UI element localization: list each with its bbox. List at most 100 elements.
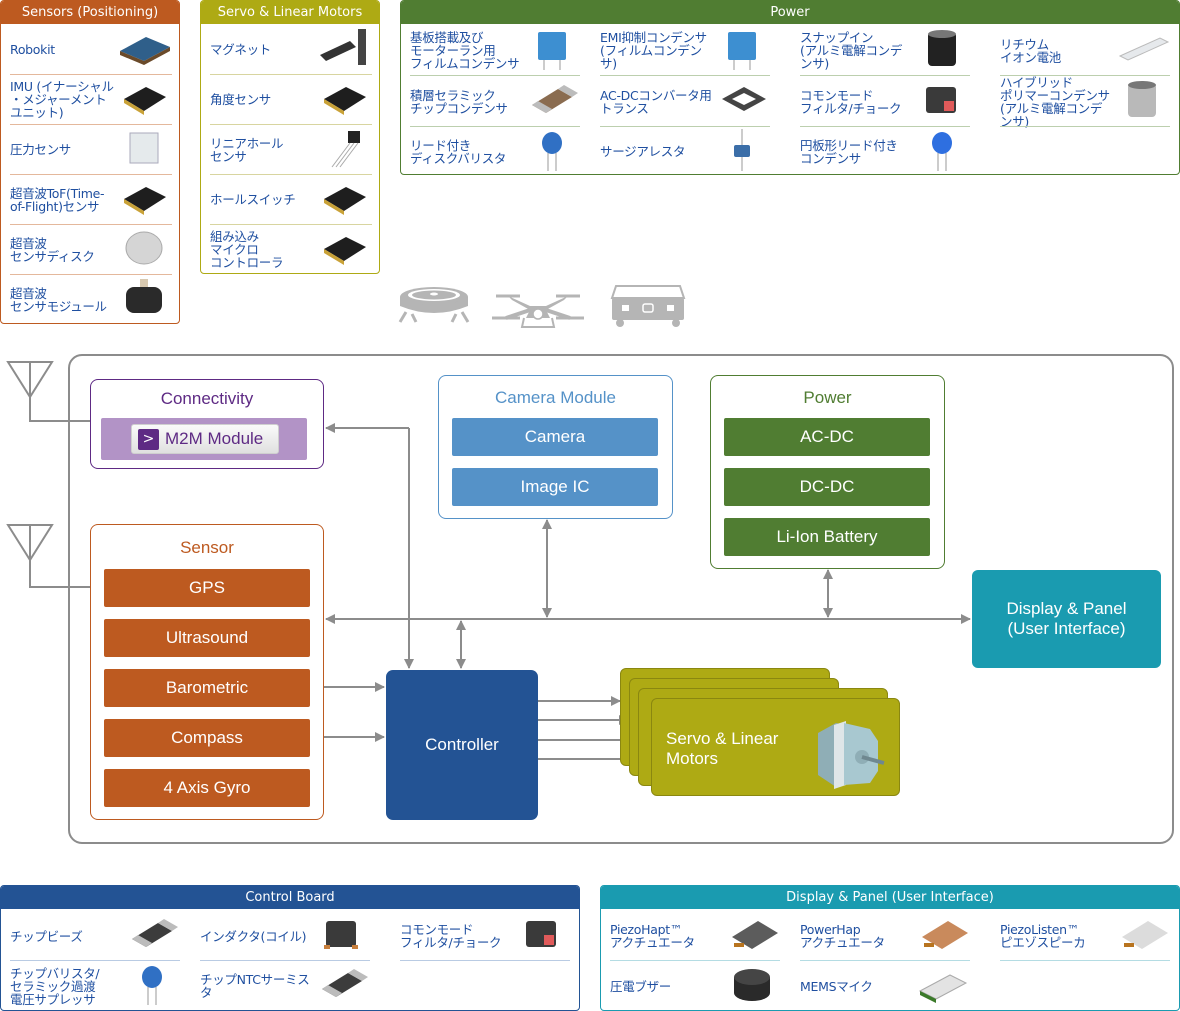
ac-dc-block[interactable]: AC-DC <box>724 418 930 456</box>
product-item[interactable]: サージアレスタ <box>600 127 770 175</box>
servo-linear-motors-block[interactable]: Servo & Linear Motors <box>651 698 900 796</box>
li-ion-battery-icon <box>1114 28 1170 74</box>
robot-vacuum-icon <box>398 284 470 326</box>
product-item[interactable]: PiezoHapt™ アクチュエータ <box>610 912 780 960</box>
compass-block[interactable]: Compass <box>104 719 310 757</box>
product-link[interactable]: 基板搭載及び モーターラン用 フィルムコンデンサ <box>410 30 520 71</box>
m2m-module-button[interactable]: > M2M Module <box>131 424 279 454</box>
product-item[interactable]: AC-DCコンバータ用 トランス <box>600 77 770 126</box>
tof-sensor-chip-icon <box>116 177 172 223</box>
product-link[interactable]: 角度センサ <box>210 92 272 107</box>
product-link[interactable]: 圧電ブザー <box>610 978 672 994</box>
product-link[interactable]: PiezoHapt™ アクチュエータ <box>610 922 695 950</box>
product-link[interactable]: チップバリスタ/ セラミック過渡 電圧サプレッサ <box>10 965 100 1007</box>
product-link[interactable]: MEMSマイク <box>800 978 873 994</box>
product-item[interactable]: コモンモード フィルタ/チョーク <box>400 912 570 960</box>
product-link[interactable]: コモンモード フィルタ/チョーク <box>400 922 502 950</box>
product-item[interactable]: PowerHap アクチュエータ <box>800 912 970 960</box>
product-link[interactable]: サージアレスタ <box>600 144 686 159</box>
product-link[interactable]: EMI抑制コンデンサ (フィルムコンデンサ) <box>600 30 707 71</box>
product-item[interactable]: スナップイン (アルミ電解コンデンサ) <box>800 26 970 75</box>
separator <box>410 126 580 127</box>
ultrasound-block[interactable]: Ultrasound <box>104 619 310 657</box>
product-item[interactable]: 圧電ブザー <box>610 962 780 1010</box>
product-link[interactable]: PiezoListen™ ピエゾスピーカ <box>1000 922 1086 950</box>
product-link[interactable]: 超音波 センサモジュール <box>10 285 107 314</box>
product-link[interactable]: リニアホール センサ <box>210 135 284 164</box>
product-item[interactable]: チップバリスタ/ セラミック過渡 電圧サプレッサ <box>10 962 180 1010</box>
product-item[interactable]: 圧力センサ <box>10 125 172 174</box>
product-item[interactable]: 組み込み マイクロ コントローラ <box>210 225 372 273</box>
product-item[interactable]: 超音波 センサモジュール <box>10 275 172 323</box>
product-link[interactable]: インダクタ(コイル) <box>200 928 307 944</box>
product-item[interactable]: ホールスイッチ <box>210 175 372 224</box>
system-boundary-frame <box>68 354 1174 844</box>
separator <box>610 960 780 961</box>
display-panel-block[interactable]: Display & Panel (User Interface) <box>972 570 1161 668</box>
product-link[interactable]: スナップイン (アルミ電解コンデンサ) <box>800 30 903 71</box>
product-link[interactable]: IMU (イナーシャル ・メジャーメント ユニット) <box>10 79 114 120</box>
panel-title: Sensors (Positioning) <box>1 1 179 24</box>
product-item[interactable]: 角度センサ <box>210 75 372 124</box>
camera-block[interactable]: Camera <box>452 418 658 456</box>
product-link[interactable]: AC-DCコンバータ用 トランス <box>600 87 712 116</box>
product-link[interactable]: ホールスイッチ <box>210 192 296 207</box>
product-item[interactable]: インダクタ(コイル) <box>200 912 370 960</box>
product-item[interactable]: 超音波ToF(Time- of-Flight)センサ <box>10 175 172 224</box>
product-item[interactable]: 基板搭載及び モーターラン用 フィルムコンデンサ <box>410 26 580 75</box>
product-item[interactable]: 円板形リード付き コンデンサ <box>800 127 970 174</box>
product-item[interactable]: ハイブリッド ポリマーコンデンサ (アルミ電解コンデンサ) <box>1000 74 1170 129</box>
angle-sensor-chip-icon <box>316 77 372 123</box>
product-item[interactable]: チップNTCサーミスタ <box>200 962 370 1010</box>
servo-label: Servo & Linear Motors <box>666 729 779 768</box>
product-link[interactable]: ハイブリッド ポリマーコンデンサ (アルミ電解コンデンサ) <box>1000 74 1110 129</box>
product-item[interactable]: 超音波 センサディスク <box>10 225 172 274</box>
product-link[interactable]: チップNTCサーミスタ <box>200 972 310 1000</box>
surge-arrester-icon <box>714 128 770 175</box>
product-item[interactable]: PiezoListen™ ピエゾスピーカ <box>1000 912 1170 960</box>
separator <box>10 74 172 75</box>
power-group: Power AC-DC DC-DC Li-Ion Battery <box>710 375 945 569</box>
common-mode-choke-icon <box>914 79 970 125</box>
product-link[interactable]: 円板形リード付き コンデンサ <box>800 137 898 166</box>
linear-hall-sensor-icon <box>316 127 372 173</box>
product-item[interactable]: コモンモード フィルタ/チョーク <box>800 77 970 126</box>
antenna-icon <box>6 361 90 422</box>
product-item[interactable]: リード付き ディスクバリスタ <box>410 127 580 174</box>
gps-block[interactable]: GPS <box>104 569 310 607</box>
dc-dc-block[interactable]: DC-DC <box>724 468 930 506</box>
product-item[interactable]: MEMSマイク <box>800 962 970 1010</box>
product-item[interactable]: リニアホール センサ <box>210 125 372 174</box>
image-ic-block[interactable]: Image IC <box>452 468 658 506</box>
product-item[interactable]: リチウム イオン電池 <box>1000 26 1170 75</box>
product-link[interactable]: 圧力センサ <box>10 142 72 157</box>
barometric-block[interactable]: Barometric <box>104 669 310 707</box>
product-link[interactable]: 積層セラミック チップコンデンサ <box>410 87 508 116</box>
product-link[interactable]: リード付き ディスクバリスタ <box>410 137 507 166</box>
product-link[interactable]: 超音波ToF(Time- of-Flight)センサ <box>10 185 105 214</box>
separator <box>210 224 372 225</box>
product-link[interactable]: コモンモード フィルタ/チョーク <box>800 87 902 116</box>
separator <box>1000 960 1170 961</box>
piezolisten-speaker-icon <box>1114 913 1170 959</box>
product-link[interactable]: チップビーズ <box>10 928 83 944</box>
controller-block[interactable]: Controller <box>386 670 538 820</box>
li-ion-battery-block[interactable]: Li-Ion Battery <box>724 518 930 556</box>
gyro-block[interactable]: 4 Axis Gyro <box>104 769 310 807</box>
product-link[interactable]: 超音波 センサディスク <box>10 235 95 264</box>
product-item[interactable]: Robokit <box>10 25 172 74</box>
service-robot-icon <box>610 284 686 328</box>
product-item[interactable]: チップビーズ <box>10 912 180 960</box>
product-item[interactable]: EMI抑制コンデンサ (フィルムコンデンサ) <box>600 26 770 75</box>
separator <box>210 174 372 175</box>
product-link[interactable]: リチウム イオン電池 <box>1000 36 1062 65</box>
product-item[interactable]: マグネット <box>210 25 372 74</box>
product-link[interactable]: 組み込み マイクロ コントローラ <box>210 229 284 270</box>
product-item[interactable]: IMU (イナーシャル ・メジャーメント ユニット) <box>10 75 172 124</box>
product-link[interactable]: マグネット <box>210 42 272 57</box>
product-item[interactable]: 積層セラミック チップコンデンサ <box>410 77 580 126</box>
product-link[interactable]: Robokit <box>10 42 55 57</box>
product-link[interactable]: PowerHap アクチュエータ <box>800 922 885 950</box>
piezo-buzzer-icon <box>724 963 780 1009</box>
